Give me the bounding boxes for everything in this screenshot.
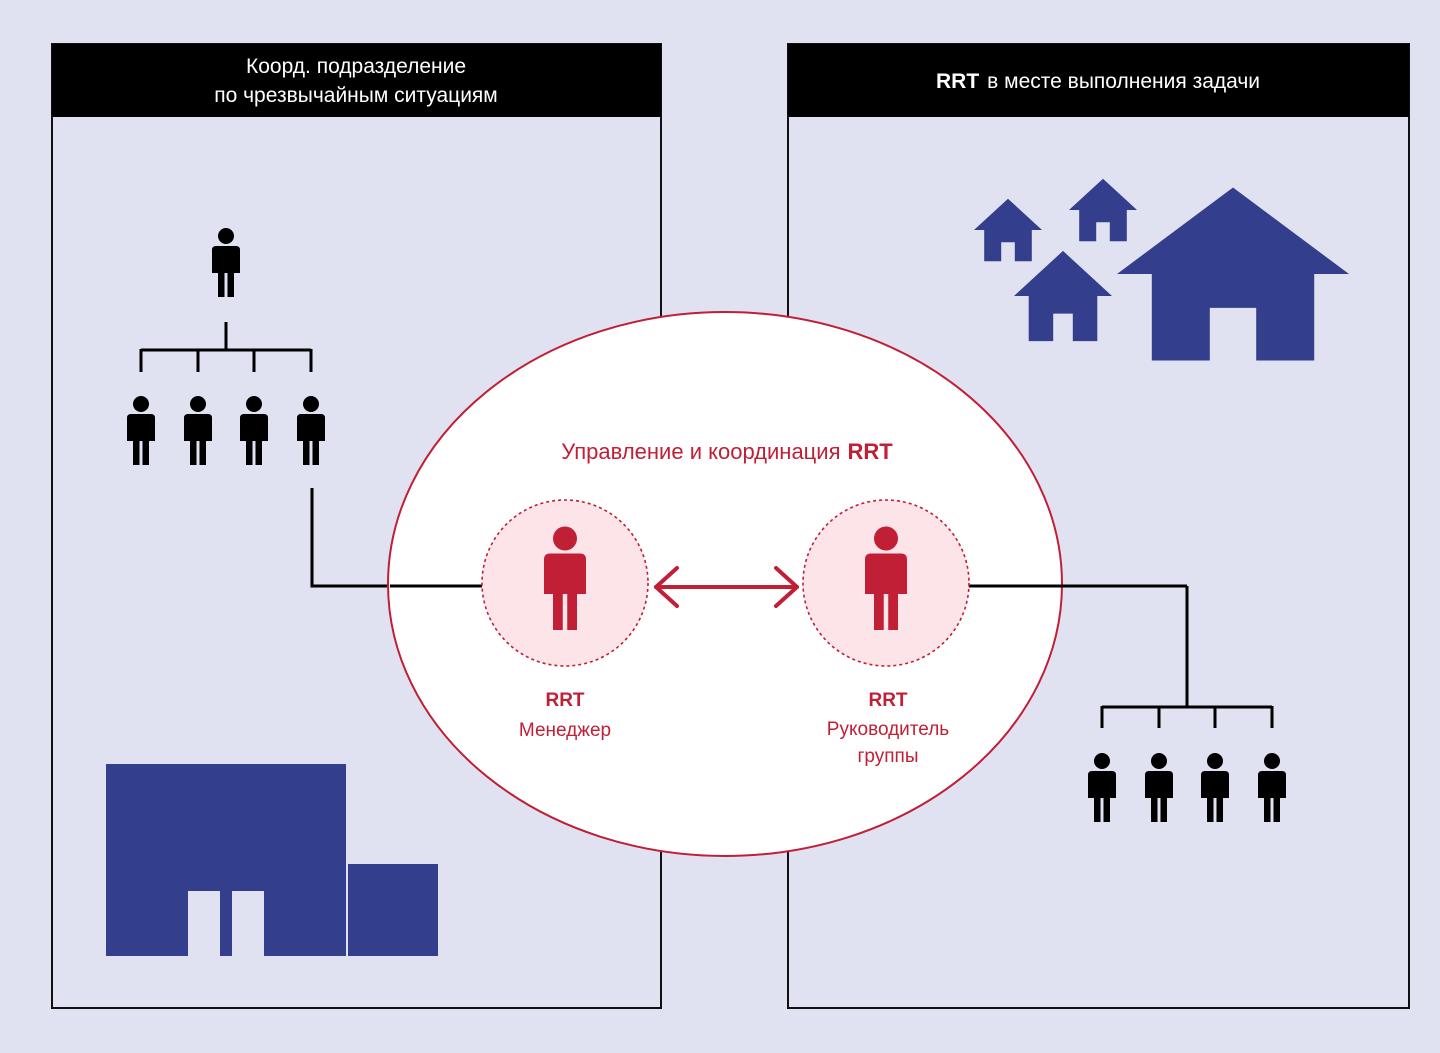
office-building-icon [106,764,438,956]
right-panel-title-rest: в месте выполнения задачи [987,70,1260,93]
manager-label-line1: RRT [545,690,584,711]
left-panel: Коорд. подразделение по чрезвычайным сит… [51,43,662,1009]
coordination-heading-bold: RRT [847,439,893,464]
left-org-chart [127,228,325,465]
coordination-heading: Управление и координация RRT [561,439,893,464]
left-panel-title-line2: по чрезвычайным ситуациям [214,84,498,107]
office-door [232,891,264,957]
right-panel-header [788,44,1409,117]
leader-label-line2: Руководитель [827,719,950,740]
coordination-ellipse [387,311,1063,857]
leader-label-line1: RRT [868,690,907,711]
office-door [188,891,220,957]
right-panel: RRT в месте выполнения задачи [787,43,1410,1009]
manager-label-line2: Менеджер [519,720,611,741]
double-arrow-icon [654,566,799,608]
leader-label-line3: группы [857,746,918,767]
right-panel-title: RRT в месте выполнения задачи [936,70,1260,93]
right-org-chart [1088,586,1286,822]
right-panel-title-bold: RRT [936,70,979,93]
coordination-heading-text: Управление и координация [561,439,840,464]
left-panel-header [52,44,661,117]
left-panel-title-line1: Коорд. подразделение [246,55,466,78]
